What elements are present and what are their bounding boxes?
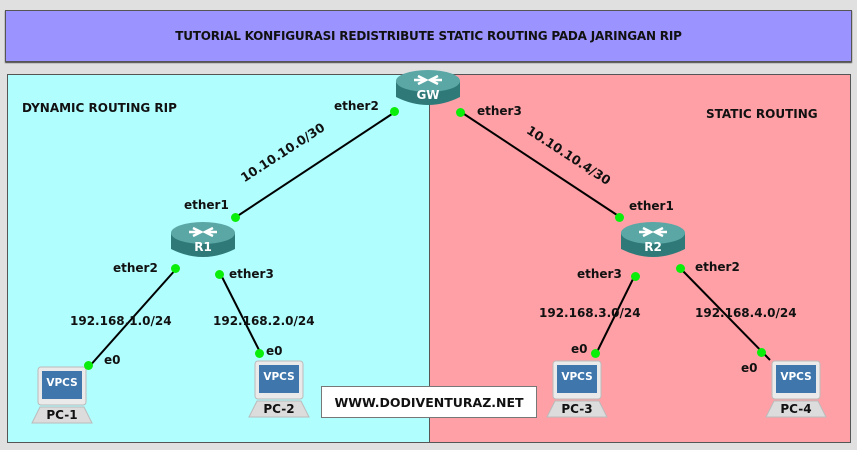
port-dot-r1-ether3	[215, 270, 224, 279]
website-label: WWW.DODIVENTURAZ.NET	[321, 386, 537, 418]
vpcs-computer-icon	[765, 360, 827, 418]
iface-label-r1-ether1: ether1	[184, 198, 229, 212]
port-dot-gw-ether3	[456, 108, 465, 117]
iface-label-gw-ether2: ether2	[334, 99, 379, 113]
pc-name: PC-2	[263, 402, 295, 416]
pc-name: PC-4	[780, 402, 812, 416]
link-r2-pc3	[594, 272, 637, 357]
port-dot-r1-ether1	[231, 213, 240, 222]
network-label-r2-pc3: 192.168.3.0/24	[539, 306, 641, 320]
router-r1[interactable]: R1	[169, 219, 237, 261]
link-r1-pc1	[87, 267, 178, 369]
network-label-r2-pc4: 192.168.4.0/24	[695, 306, 797, 320]
pc-4[interactable]: VPCS PC-4	[764, 359, 828, 421]
pc-2[interactable]: VPCS PC-2	[247, 359, 311, 421]
vpcs-label: VPCS	[46, 377, 78, 389]
iface-label-r1-ether2: ether2	[113, 261, 158, 275]
link-gw-r1	[235, 111, 396, 218]
network-label-r1-pc1: 192.168.1.0/24	[70, 314, 172, 328]
vpcs-label: VPCS	[561, 371, 593, 383]
router-gw[interactable]: GW	[394, 67, 462, 109]
pc-name: PC-3	[561, 402, 593, 416]
port-dot-r2-ether3	[631, 272, 640, 281]
iface-label-gw-ether3: ether3	[477, 104, 522, 118]
iface-label-pc4-e0: e0	[741, 361, 758, 375]
vpcs-computer-icon	[546, 360, 608, 418]
iface-label-r2-ether2: ether2	[695, 260, 740, 274]
network-label-r1-pc2: 192.168.2.0/24	[213, 314, 315, 328]
pc-1[interactable]: VPCS PC-1	[30, 365, 94, 427]
iface-label-r2-ether3: ether3	[577, 267, 622, 281]
pc-3[interactable]: VPCS PC-3	[545, 359, 609, 421]
port-dot-r1-ether2	[171, 264, 180, 273]
zone-label-static: STATIC ROUTING	[706, 107, 818, 121]
port-dot-r2-ether1	[615, 213, 624, 222]
iface-label-pc1-e0: e0	[104, 353, 121, 367]
port-dot-r2-ether2	[676, 264, 685, 273]
iface-label-pc2-e0: e0	[266, 344, 283, 358]
router-icon	[396, 70, 460, 105]
iface-label-pc3-e0: e0	[571, 342, 588, 356]
router-icon	[621, 222, 685, 257]
port-dot-pc2-e0	[255, 349, 264, 358]
vpcs-computer-icon	[31, 366, 93, 424]
zone-label-rip: DYNAMIC ROUTING RIP	[22, 101, 177, 115]
router-name: GW	[416, 88, 440, 102]
router-name: R1	[194, 240, 212, 254]
router-r2[interactable]: R2	[619, 219, 687, 261]
vpcs-computer-icon	[248, 360, 310, 418]
iface-label-r2-ether1: ether1	[629, 199, 674, 213]
port-dot-pc3-e0	[591, 349, 600, 358]
vpcs-label: VPCS	[263, 371, 295, 383]
link-r2-pc4	[679, 267, 771, 361]
link-r1-pc2	[219, 272, 261, 353]
pc-name: PC-1	[46, 408, 78, 422]
router-icon	[171, 222, 235, 257]
diagram-title: TUTORIAL KONFIGURASI REDISTRIBUTE STATIC…	[5, 10, 852, 62]
port-dot-gw-ether2	[390, 107, 399, 116]
iface-label-r1-ether3: ether3	[229, 267, 274, 281]
vpcs-label: VPCS	[780, 371, 812, 383]
port-dot-pc4-e0	[757, 348, 766, 357]
link-gw-r2	[460, 111, 621, 218]
router-name: R2	[644, 240, 662, 254]
port-dot-pc1-e0	[84, 361, 93, 370]
